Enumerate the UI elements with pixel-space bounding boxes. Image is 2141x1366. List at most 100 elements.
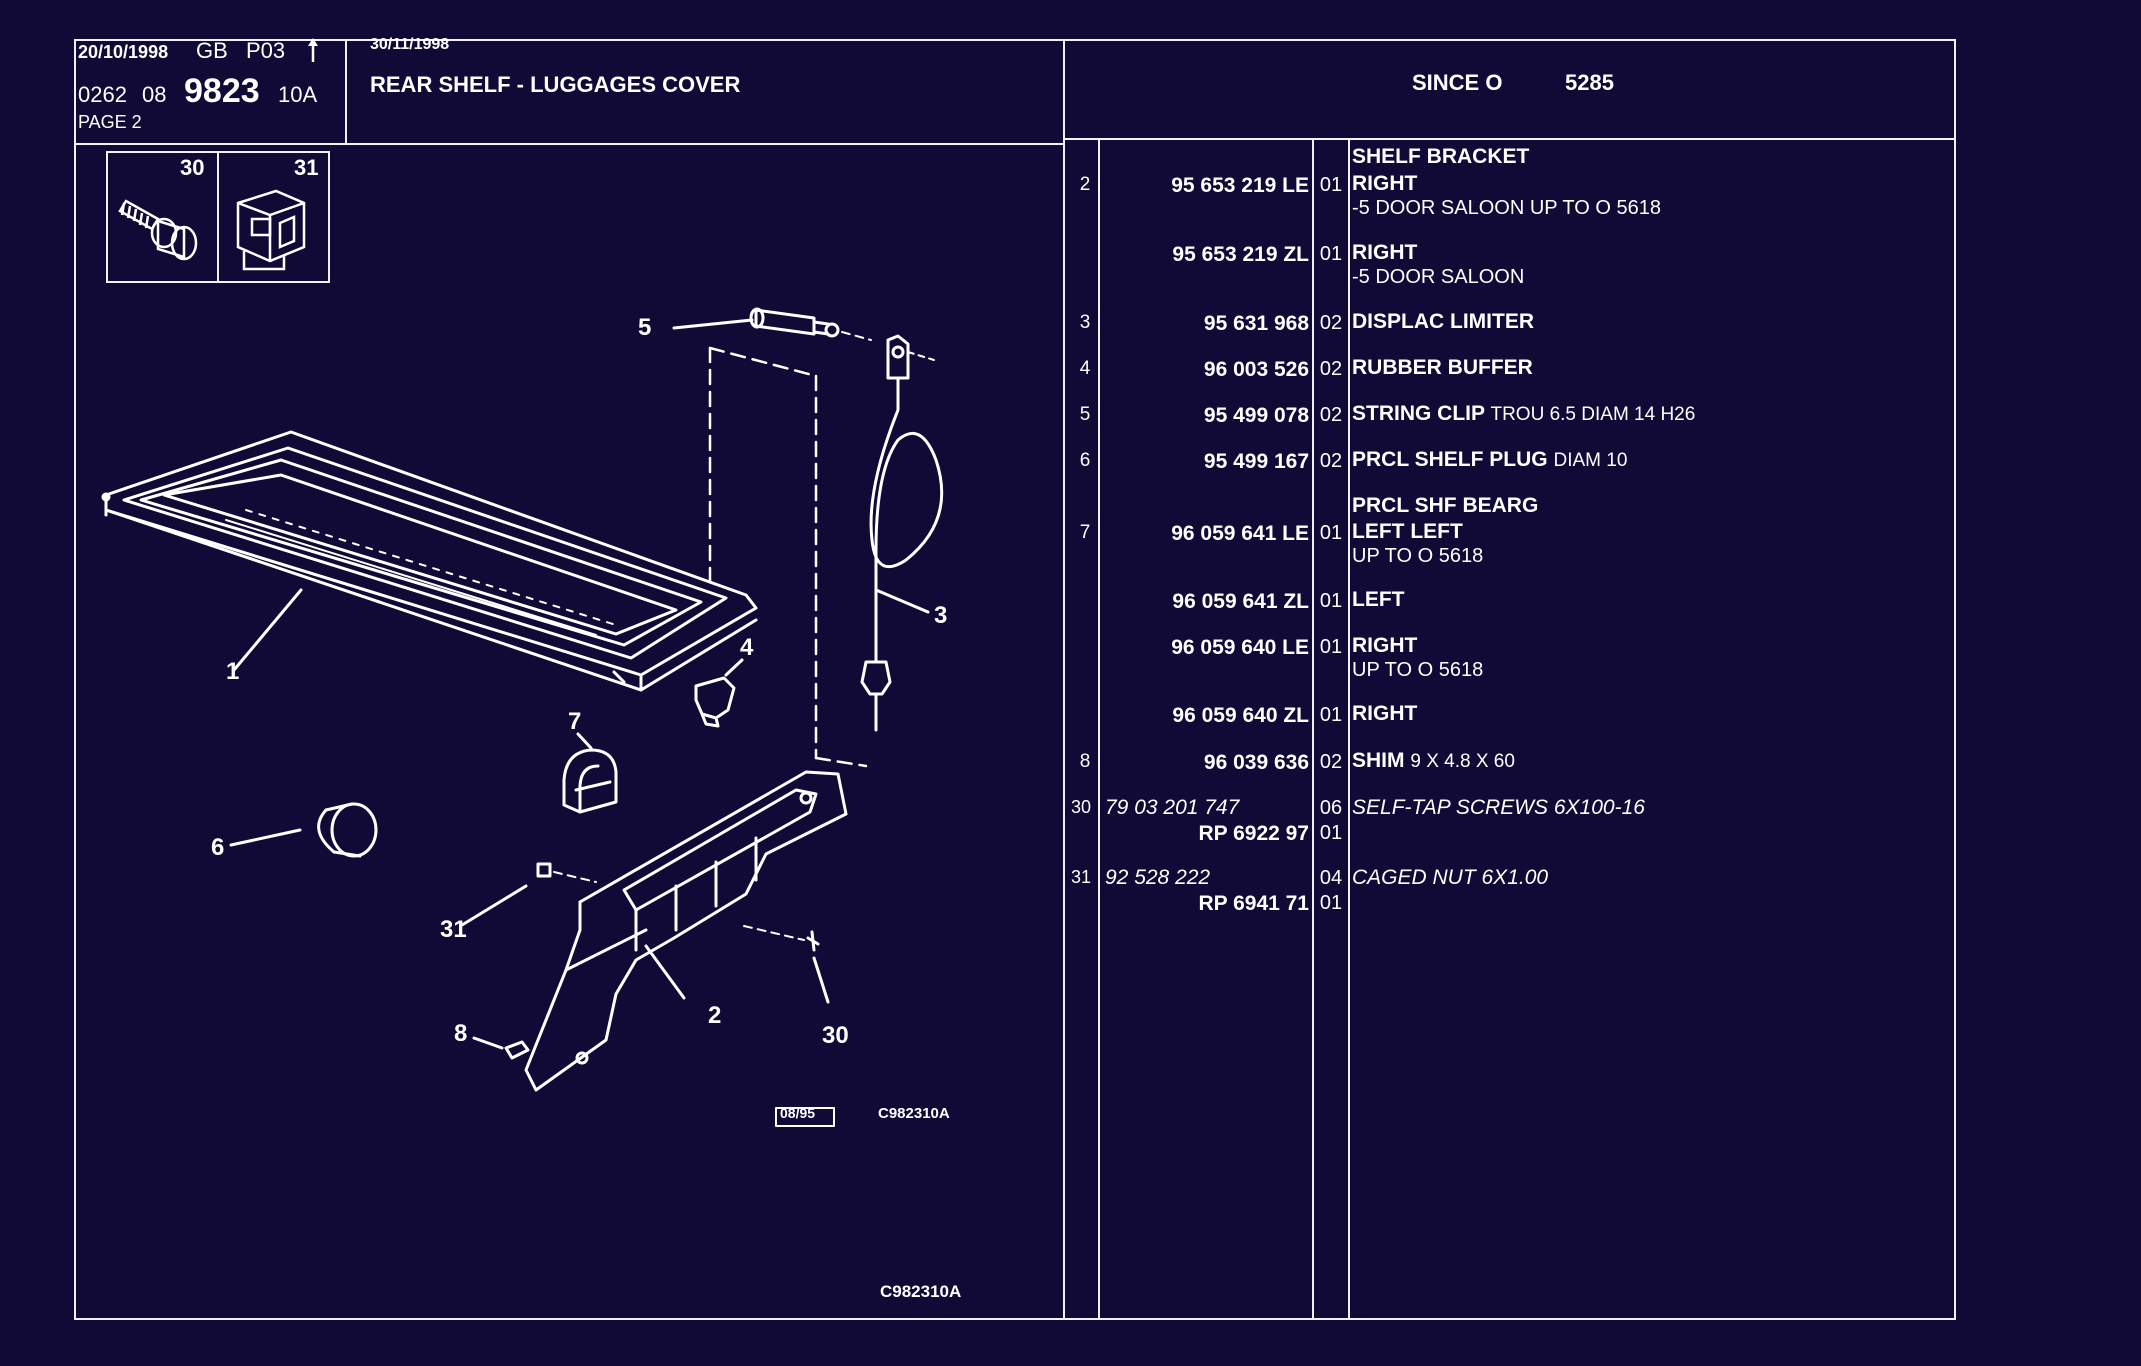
part-displac-limiter [860,334,944,732]
leader-8 [472,1036,504,1050]
callout-8: 8 [454,1020,468,1047]
leader-3 [874,588,930,614]
part-desc: PRCL SHELF PLUG DIAM 10 [1352,448,1627,472]
part-rear-shelf [101,430,758,692]
header-region: GB [196,38,228,63]
part-desc: LEFT LEFT [1352,520,1463,543]
header-divider-1 [345,39,347,143]
leader-1 [232,588,303,672]
leader-31 [460,884,528,927]
part-note: -5 DOOR SALOON [1352,266,1525,288]
header-page: PAGE 2 [78,112,142,132]
callout-5: 5 [638,314,652,341]
header-since-number: 5285 [1565,70,1614,95]
header-ref-suffix: 10A [278,82,318,107]
part-desc: RIGHT [1352,241,1418,264]
header-date1: 20/10/1998 [78,42,169,62]
table-col-line-3 [1348,138,1350,1320]
part-qty: 02 [1319,312,1343,334]
callout-1: 1 [226,658,240,685]
leader-5 [672,318,754,330]
part-item-no: 6 [1079,450,1091,471]
part-desc-main: SHIM [1352,749,1405,772]
thumbnail-divider [217,153,219,281]
stamp-box [775,1107,835,1127]
part-item-no: 2 [1079,174,1091,195]
part-ref: 95 653 219 LE [1171,174,1309,197]
frame-bottom [74,1318,1956,1320]
part-qty: 01 [1319,174,1343,196]
part-shelf-plug [317,802,378,858]
part-qty: 01 [1319,243,1343,265]
part-desc: LEFT [1352,588,1405,611]
callout-31: 31 [440,916,467,943]
part-qty: 02 [1319,450,1343,472]
part-item-no: 3 [1079,312,1091,333]
thumbnail-number-30: 30 [180,155,205,180]
part-item-no: 4 [1079,358,1091,379]
part-ref: 92 528 222 [1105,866,1211,889]
header-bottom-right [1063,138,1956,140]
part-ref: 96 059 641 ZL [1172,590,1309,613]
header-divider-2 [1063,39,1065,1320]
screw-icon [112,181,212,282]
callout-7: 7 [568,708,582,735]
part-item-no: 30 [1070,797,1092,817]
part-desc: RIGHT [1352,172,1418,195]
part-ref: 96 059 640 ZL [1172,704,1309,727]
part-ref-secondary: RP 6941 71 [1198,892,1309,915]
part-ref: 95 631 968 [1203,312,1309,335]
footer-code: C982310A [880,1282,962,1301]
part-desc: RIGHT [1352,634,1418,657]
thumbnail-box: 30 31 [106,151,330,283]
part-desc: RIGHT [1352,702,1418,725]
part-desc-main: STRING CLIP [1352,402,1485,425]
part-desc: CAGED NUT 6X1.00 [1352,866,1549,889]
part-shelf-bearing [562,748,618,814]
part-desc-main: PRCL SHELF PLUG [1352,448,1548,471]
part-string-clip [749,307,840,338]
stamp-code: C982310A [878,1105,950,1122]
header-code: P03 [246,38,286,63]
part-ref: 96 059 640 LE [1171,636,1309,659]
part-caged-nut [536,862,552,878]
part-note: UP TO O 5618 [1352,659,1484,681]
part-desc: SHIM 9 X 4.8 X 60 [1352,749,1515,773]
part-note: -5 DOOR SALOON UP TO O 5618 [1352,197,1662,219]
frame-left [74,39,76,1320]
part-desc: STRING CLIP TROU 6.5 DIAM 14 H26 [1352,402,1695,426]
parts-table: SHELF BRACKET 2 95 653 219 LE 01 RIGHT -… [1063,140,1954,1318]
caged-nut-icon [224,183,324,282]
part-ref: 79 03 201 747 [1105,796,1240,819]
table-col-line-1 [1098,138,1100,1320]
part-desc: DISPLAC LIMITER [1352,310,1534,333]
callout-4: 4 [740,634,754,661]
part-qty: 01 [1319,704,1343,726]
part-shelf-bracket [524,770,848,1092]
part-shim [504,1040,530,1060]
part-item-no: 7 [1079,522,1091,543]
thumbnail-number-31: 31 [294,155,319,180]
part-item-no: 8 [1079,751,1091,772]
callout-2: 2 [708,1002,722,1029]
leader-6 [229,828,302,847]
exploded-diagram: 1 2 3 4 5 6 7 8 30 31 08/95 C982310A [76,290,1062,1130]
part-qty: 06 [1319,797,1343,819]
part-ref: 95 653 219 ZL [1172,243,1309,266]
part-desc: SELF-TAP SCREWS 6X100-16 [1352,796,1645,819]
part-qty: 01 [1319,636,1343,658]
stamp-box-text: 08/95 [780,1105,816,1121]
header-bottom-left [74,143,1065,145]
part-qty: 01 [1319,590,1343,612]
arrow-up-icon [306,38,320,69]
leader-2 [644,944,686,1000]
part-qty-secondary: 01 [1319,892,1343,914]
part-desc-extra: 9 X 4.8 X 60 [1410,751,1515,772]
part-desc-extra: DIAM 10 [1553,450,1628,471]
table-col-line-2 [1312,138,1314,1320]
part-ref: 96 059 641 LE [1171,522,1309,545]
leader-30 [812,956,830,1004]
callout-6: 6 [211,834,225,861]
part-note: UP TO O 5618 [1352,545,1484,567]
header-ref-prefix: 0262 [78,82,127,107]
